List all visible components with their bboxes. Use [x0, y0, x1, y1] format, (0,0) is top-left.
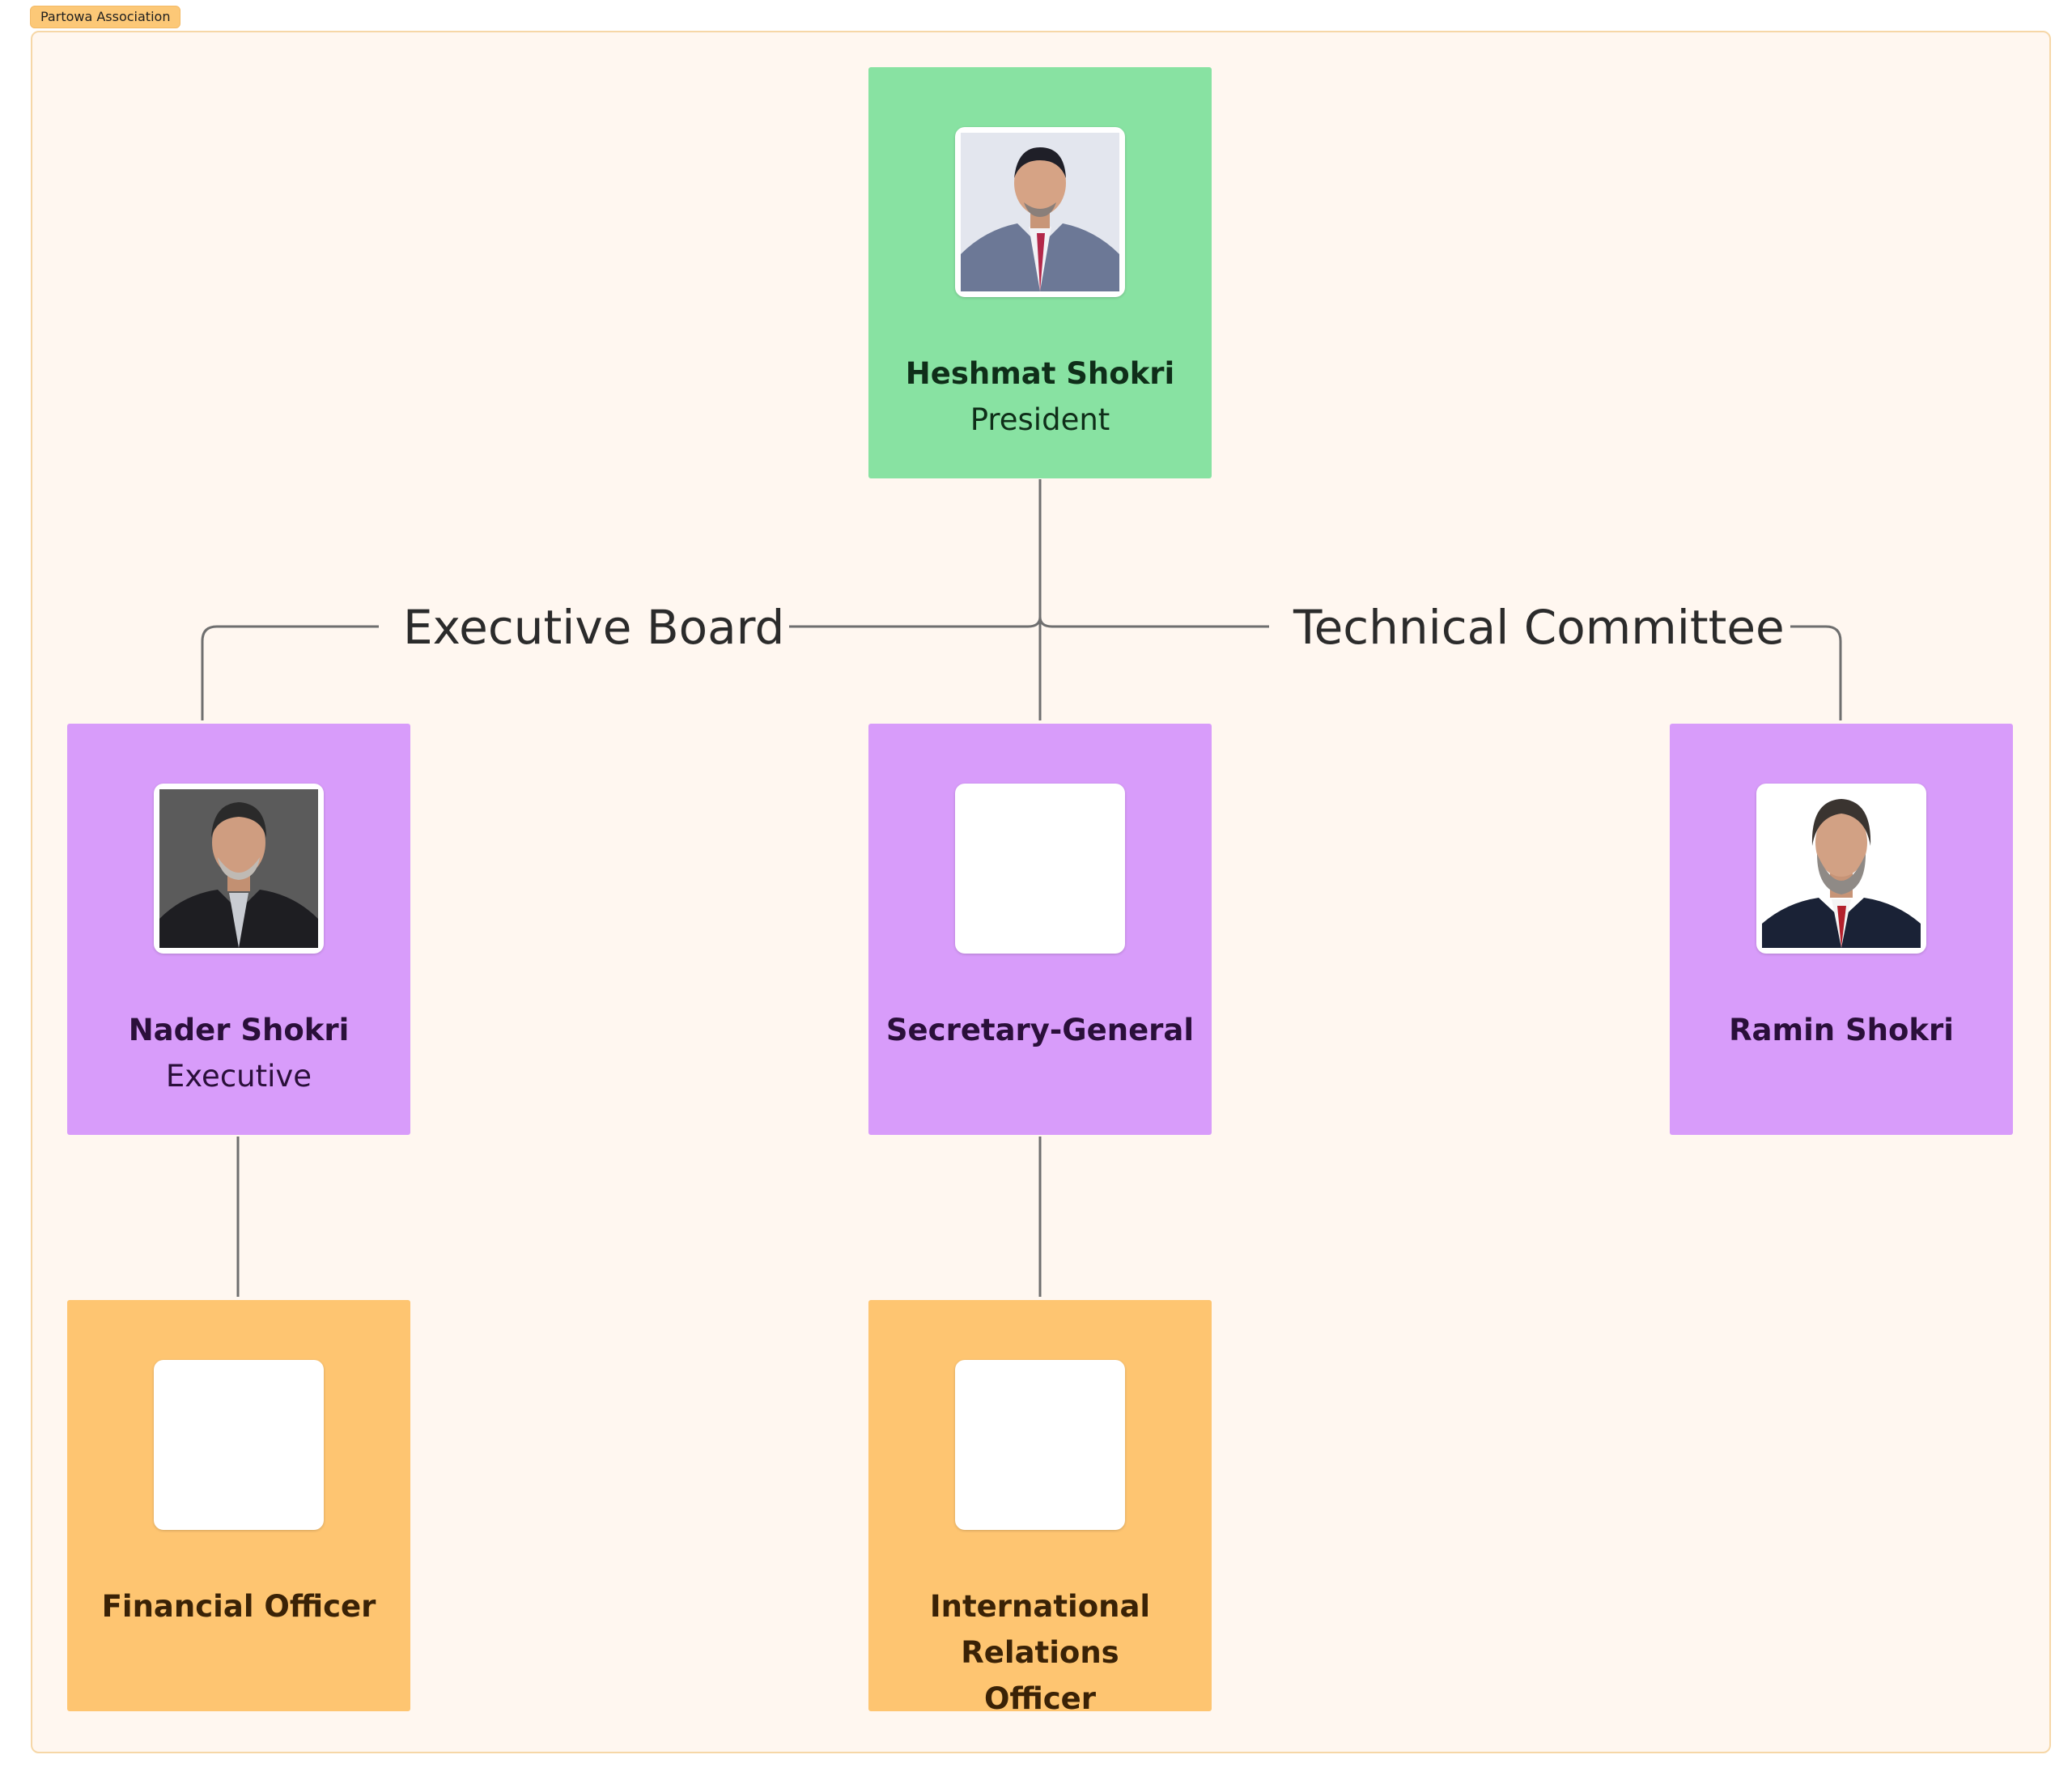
edge-president-technical-a — [1038, 616, 1269, 628]
edge-president-executive-a — [789, 616, 1042, 628]
photo-technical — [1756, 784, 1926, 954]
edge-president-technical-b — [1790, 625, 1842, 720]
node-name: International Relations Officer — [929, 1589, 1151, 1716]
photo-president — [955, 127, 1125, 297]
node-role: Executive — [165, 1059, 312, 1094]
photo-executive — [154, 784, 324, 954]
portrait-icon — [1762, 789, 1921, 948]
photo-placeholder — [955, 1360, 1125, 1530]
group-label-technical-committee: Technical Committee — [1293, 600, 1785, 655]
portrait-icon — [961, 133, 1119, 291]
node-executive[interactable]: Nader Shokri Executive — [67, 724, 410, 1135]
photo-placeholder — [955, 784, 1125, 954]
node-name: Secretary-General — [885, 1013, 1195, 1047]
node-name: Heshmat Shokri — [905, 356, 1175, 391]
node-name: Financial Officer — [101, 1589, 376, 1624]
node-international-relations[interactable]: International Relations Officer — [868, 1300, 1212, 1716]
node-name: Ramin Shokri — [1729, 1013, 1954, 1047]
node-president[interactable]: Heshmat Shokri President — [868, 67, 1212, 478]
node-role: President — [970, 402, 1110, 437]
node-name: Nader Shokri — [128, 1013, 350, 1047]
frame-title[interactable]: Partowa Association — [30, 6, 181, 28]
group-label-executive-board: Executive Board — [403, 600, 785, 655]
edge-president-executive-b — [201, 625, 379, 720]
node-secretary-general[interactable]: Secretary-General — [868, 724, 1212, 1135]
photo-placeholder — [154, 1360, 324, 1530]
node-technical[interactable]: Ramin Shokri — [1670, 724, 2013, 1135]
node-financial-officer[interactable]: Financial Officer — [67, 1300, 410, 1711]
portrait-icon — [159, 789, 318, 948]
